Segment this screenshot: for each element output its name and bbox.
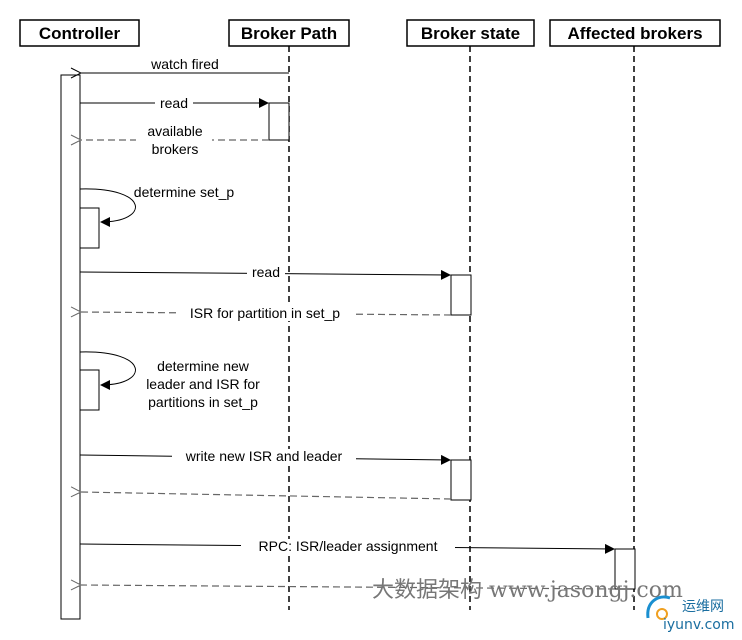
message-label-rpc: RPC: ISR/leader assignment: [259, 538, 438, 554]
participant-broker-path: Broker Path: [228, 19, 350, 47]
message-label-isr: ISR for partition in set_p: [190, 305, 340, 321]
message-label-read1: read: [160, 95, 188, 111]
message-label-det2-line3: partitions in set_p: [148, 394, 258, 410]
message-label-det2-line1: determine new: [157, 358, 250, 374]
message-label-write: write new ISR and leader: [185, 448, 343, 464]
message-arrow-rpc-return: [81, 585, 616, 589]
activation-affected-brokers: [614, 548, 636, 590]
message-arrow-det2: [79, 351, 136, 390]
activation-broker-state-1: [450, 274, 472, 316]
participant-label-affected-brokers: Affected brokers: [567, 24, 702, 43]
watermark-logo-bottom: iyunv.com: [663, 617, 734, 633]
activation-self-2: [79, 369, 100, 411]
participant-affected-brokers: Affected brokers: [549, 19, 721, 47]
message-label-det2-line2: leader and ISR for: [146, 376, 260, 392]
activation-broker-path: [268, 102, 290, 141]
activation-self-1: [79, 207, 100, 249]
message-arrow-det1: [79, 188, 136, 227]
participant-label-broker-state: Broker state: [421, 24, 520, 43]
message-label-avail-line1: available: [147, 123, 202, 139]
message-label-avail-line2: brokers: [152, 141, 199, 157]
message-label-det1: determine set_p: [134, 184, 235, 200]
watermark-text: 大数据架构 www.jasongj.com: [372, 578, 683, 603]
message-arrow-isr: [81, 312, 452, 315]
activation-controller: [60, 74, 81, 620]
watermark-logo: 运维网 iyunv.com: [646, 595, 734, 633]
message-label-read2: read: [252, 264, 280, 280]
participant-label-broker-path: Broker Path: [241, 24, 337, 43]
watermark-logo-top: 运维网: [682, 599, 724, 615]
message-label-watch: watch fired: [150, 56, 219, 72]
participant-broker-state: Broker state: [406, 19, 535, 47]
activation-broker-state-2: [450, 459, 472, 501]
message-arrow-write-return: [81, 492, 452, 500]
participant-label-controller: Controller: [39, 24, 121, 43]
participant-controller: Controller: [19, 19, 140, 47]
